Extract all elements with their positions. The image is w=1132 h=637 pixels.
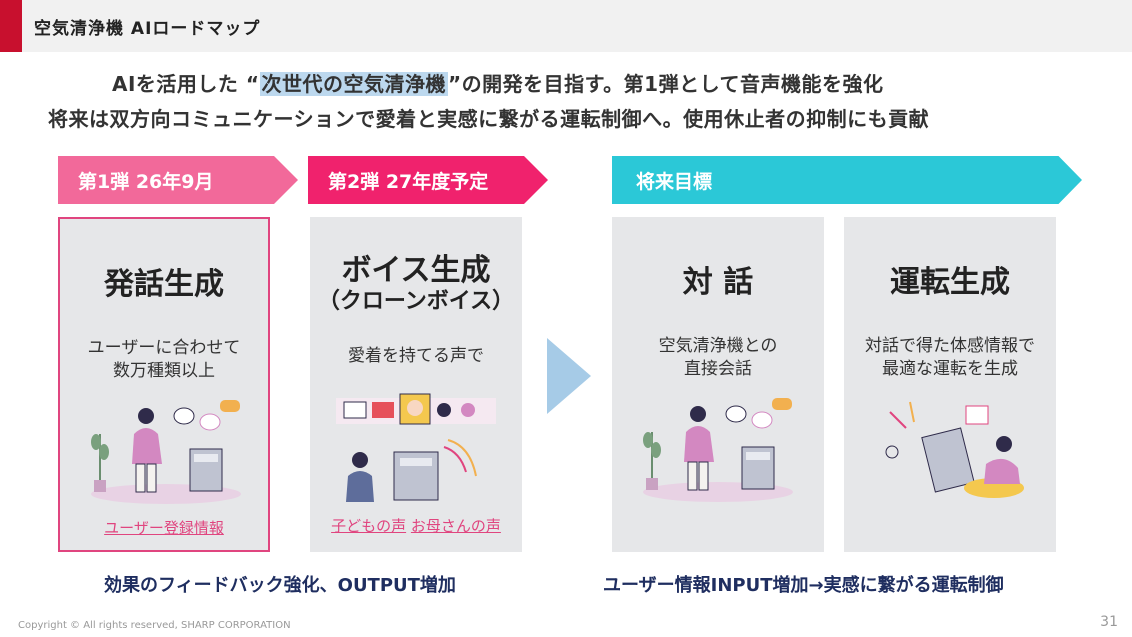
- card-desc-line: 直接会話: [684, 359, 752, 379]
- card-title: 運転生成: [890, 265, 1010, 300]
- header-bar: [0, 0, 1132, 52]
- card-description: 対話で得た体感情報で 最適な運転を生成: [844, 335, 1056, 381]
- card-description: 愛着を持てる声で: [310, 345, 522, 368]
- header-accent: [0, 0, 22, 52]
- dialogue-illustration: [643, 398, 793, 502]
- phase-ribbon-1: 第1弾 26年9月: [58, 156, 298, 204]
- summary-line-2: 将来は双方向コミュニケーションで愛着と実感に繋がる運転制御へ。使用休止者の抑制に…: [48, 107, 930, 131]
- card-speech-generation: 発話生成 ユーザーに合わせて 数万種類以上 ユーザー登録情報: [58, 217, 270, 552]
- card-links: 子どもの声 お母さんの声: [310, 515, 522, 536]
- card-dialogue: 対 話 空気清浄機との 直接会話: [612, 217, 824, 552]
- page-title: 空気清浄機 AIロードマップ: [34, 19, 261, 39]
- card-title: ボイス生成: [341, 253, 491, 288]
- card-voice-generation: ボイス生成 （クローンボイス） 愛着を持てる声で 子どもの声 お母さんの声: [310, 217, 522, 552]
- card-desc-line: 愛着を持てる声で: [348, 346, 484, 366]
- card-desc-line: ユーザーに合わせて: [87, 338, 241, 358]
- clone-voice-illustration: [336, 393, 496, 502]
- summary-highlight: 次世代の空気清浄機: [259, 72, 449, 96]
- page-number: 31: [1100, 614, 1118, 630]
- child-voice-link[interactable]: 子どもの声: [331, 517, 407, 535]
- mother-voice-link[interactable]: お母さんの声: [410, 517, 501, 535]
- card-desc-line: 数万種類以上: [113, 361, 215, 381]
- user-registration-link[interactable]: ユーザー登録情報: [104, 519, 224, 537]
- card-subtitle: （クローンボイス）: [317, 289, 515, 314]
- phase-ribbon-future: 将来目標: [612, 156, 1082, 204]
- card-description: ユーザーに合わせて 数万種類以上: [60, 337, 268, 383]
- summary-line-1-pre: AIを活用した “: [112, 72, 260, 96]
- card-title: 発話生成: [104, 267, 224, 302]
- operation-illustration: [885, 401, 1024, 498]
- footer-message-right: ユーザー情報INPUT増加→実感に繋がる運転制御: [603, 575, 1004, 596]
- footer-message-left: 効果のフィードバック強化、OUTPUT増加: [104, 575, 456, 596]
- card-desc-line: 最適な運転を生成: [882, 359, 1018, 379]
- card-description: 空気清浄機との 直接会話: [612, 335, 824, 381]
- card-title: 対 話: [682, 265, 754, 300]
- card-link[interactable]: ユーザー登録情報: [60, 517, 268, 538]
- card-desc-line: 空気清浄機との: [658, 336, 778, 356]
- summary-line-1-post: ”の開発を目指す。第1弾として音声機能を強化: [448, 72, 884, 96]
- person-with-purifier-illustration: [91, 400, 241, 504]
- summary-line-1: AIを活用した “次世代の空気清浄機”の開発を目指す。第1弾として音声機能を強化: [112, 68, 884, 97]
- card-operation-generation: 運転生成 対話で得た体感情報で 最適な運転を生成: [844, 217, 1056, 552]
- chevron-right-icon: [547, 338, 591, 414]
- copyright: Copyright © All rights reserved, SHARP C…: [18, 620, 291, 631]
- phase-ribbon-2: 第2弾 27年度予定: [308, 156, 548, 204]
- card-desc-line: 対話で得た体感情報で: [865, 336, 1035, 356]
